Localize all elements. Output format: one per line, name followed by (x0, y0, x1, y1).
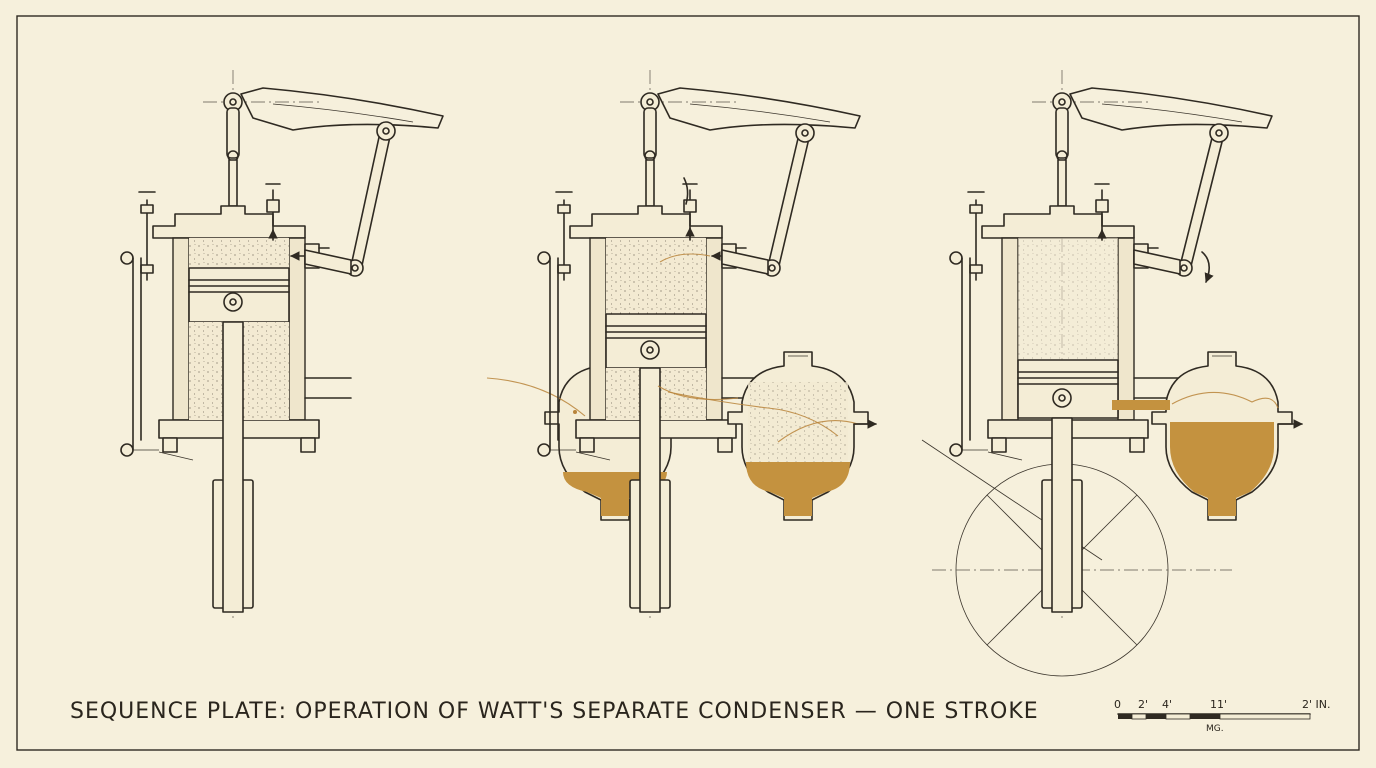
plate-title: SEQUENCE PLATE: OPERATION OF WATT'S SEPA… (70, 699, 1039, 724)
piston (1017, 359, 1119, 419)
piston (605, 313, 707, 369)
scale-label-11ft: 11' (1210, 698, 1228, 711)
plate-border (16, 15, 1360, 751)
stage-1-diagram (120, 69, 686, 621)
scale-label-0: 0 (1114, 698, 1121, 711)
scale-label-4ft: 4' (1162, 698, 1173, 711)
stage-2-diagram (537, 69, 877, 621)
stage-3-diagram (921, 69, 1303, 677)
scale-label-2ft: 2' (1138, 698, 1149, 711)
scale-unit-caption: MG. (1206, 724, 1224, 734)
scale-bar (1117, 713, 1311, 720)
scale-label-end: 2' IN. (1302, 698, 1331, 711)
